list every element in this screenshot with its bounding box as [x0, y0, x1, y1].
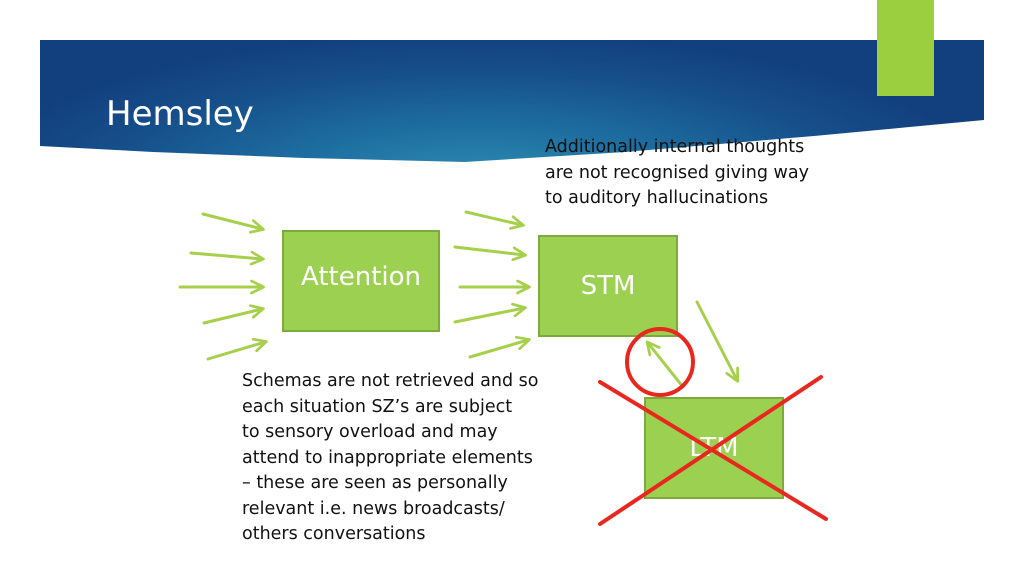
input-arrow-1 [201, 212, 265, 234]
highlight-circle [625, 327, 695, 397]
note-line: – these are seen as personally [242, 473, 508, 493]
attention-box: Attention [282, 230, 440, 332]
attention-label: Attention [301, 262, 421, 292]
note-line: Schemas are not retrieved and so [242, 371, 539, 391]
input-arrow-2 [189, 250, 265, 266]
note-internal-thoughts: Additionally internal thoughts are not r… [545, 135, 855, 212]
note-line: others conversations [242, 524, 426, 544]
stm-label: STM [580, 271, 636, 301]
stm-box: STM [538, 235, 678, 337]
stm-input-arrow-2 [453, 245, 527, 262]
note-line: to auditory hallucinations [545, 188, 769, 208]
stm-input-arrow-5 [468, 335, 531, 359]
input-arrow-5 [206, 337, 268, 361]
ltm-to-stm-arrow [645, 340, 685, 389]
stm-input-arrow-1 [464, 210, 525, 230]
note-line: each situation SZ’s are subject [242, 396, 513, 417]
ltm-label: LTM [689, 433, 739, 463]
stm-input-arrow-4 [453, 302, 527, 324]
note-line: attend to inappropriate elements [242, 447, 533, 468]
note-schemas: Schemas are not retrieved and so each si… [242, 369, 587, 548]
accent-tab [877, 0, 934, 96]
note-line: are not recognised giving way [545, 162, 809, 183]
input-arrow-4 [202, 304, 265, 325]
note-line: to sensory overload and may [242, 422, 498, 442]
stm-to-ltm-arrow [695, 300, 740, 383]
slide-title: Hemsley [106, 94, 254, 134]
note-line: Additionally internal thoughts [545, 137, 805, 157]
note-line: relevant i.e. news broadcasts/ [242, 498, 505, 519]
ltm-box: LTM [644, 397, 784, 499]
